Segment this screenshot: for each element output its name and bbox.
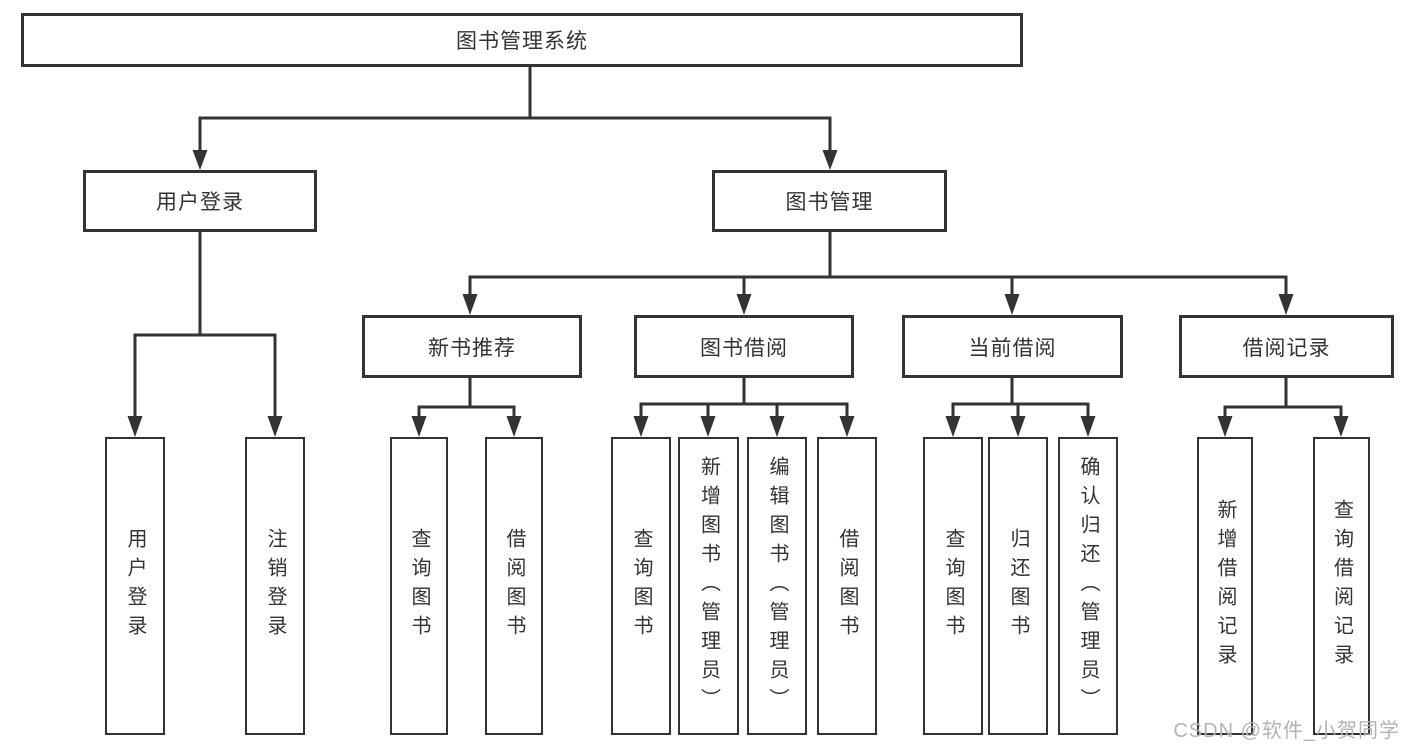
node-user-login: 用户登录: [83, 170, 317, 232]
node-records: 借阅记录: [1179, 315, 1394, 378]
leaf-current-query-label: 查询图书: [942, 528, 964, 644]
leaf-records-query-label: 查询借阅记录: [1330, 499, 1353, 673]
node-new-books-label: 新书推荐: [428, 336, 516, 360]
leaf-logout-label: 注销登录: [264, 528, 286, 644]
node-current-label: 当前借阅: [968, 336, 1057, 360]
leaf-borrow-add-admin: 新增图书（管理员）: [678, 437, 739, 735]
node-book-mgmt: 图书管理: [712, 170, 947, 232]
leaf-newbooks-borrow: 借阅图书: [485, 437, 543, 735]
leaf-borrow-query: 查询图书: [611, 437, 671, 735]
leaf-borrow-edit-admin-label: 编辑图书（管理员）: [766, 455, 788, 717]
leaf-borrow-add-admin-label: 新增图书（管理员）: [697, 455, 720, 717]
connector-borrow-split: [633, 378, 855, 437]
leaf-records-query: 查询借阅记录: [1313, 437, 1370, 735]
connector-book-mgmt-split: [462, 232, 1294, 315]
leaf-borrow-edit-admin: 编辑图书（管理员）: [747, 437, 807, 735]
node-book-mgmt-label: 图书管理: [785, 191, 874, 214]
leaf-borrow-borrow: 借阅图书: [817, 437, 877, 735]
node-records-label: 借阅记录: [1242, 336, 1331, 360]
leaf-current-return-label: 归还图书: [1007, 528, 1029, 644]
node-borrow-label: 图书借阅: [700, 336, 788, 360]
connector-root-split: [192, 67, 838, 170]
connector-new-books-split: [411, 378, 522, 437]
node-current: 当前借阅: [902, 315, 1123, 378]
node-root: 图书管理系统: [21, 13, 1023, 67]
leaf-newbooks-query: 查询图书: [390, 437, 448, 735]
csdn-watermark: CSDN @软件_小贺同学: [1173, 720, 1400, 742]
leaf-records-add-label: 新增借阅记录: [1214, 499, 1236, 673]
connector-records-split: [1217, 378, 1349, 437]
leaf-current-return: 归还图书: [988, 437, 1048, 735]
leaf-current-confirm-admin-label: 确认归还（管理员）: [1077, 455, 1099, 717]
connector-current-split: [945, 378, 1096, 437]
node-borrow: 图书借阅: [634, 315, 854, 378]
leaf-newbooks-query-label: 查询图书: [408, 528, 430, 644]
node-root-label: 图书管理系统: [456, 30, 588, 53]
leaf-newbooks-borrow-label: 借阅图书: [503, 528, 525, 644]
leaf-records-add: 新增借阅记录: [1197, 437, 1253, 735]
node-new-books: 新书推荐: [362, 315, 582, 378]
leaf-borrow-borrow-label: 借阅图书: [836, 528, 858, 644]
node-user-login-label: 用户登录: [156, 191, 244, 214]
leaf-logout: 注销登录: [245, 437, 305, 735]
leaf-borrow-query-label: 查询图书: [630, 528, 652, 644]
leaf-current-query: 查询图书: [923, 437, 983, 735]
leaf-current-confirm-admin: 确认归还（管理员）: [1058, 437, 1118, 735]
connector-user-login-split: [127, 232, 283, 437]
leaf-user-login: 用户登录: [105, 437, 165, 735]
leaf-user-login-label: 用户登录: [124, 528, 146, 644]
